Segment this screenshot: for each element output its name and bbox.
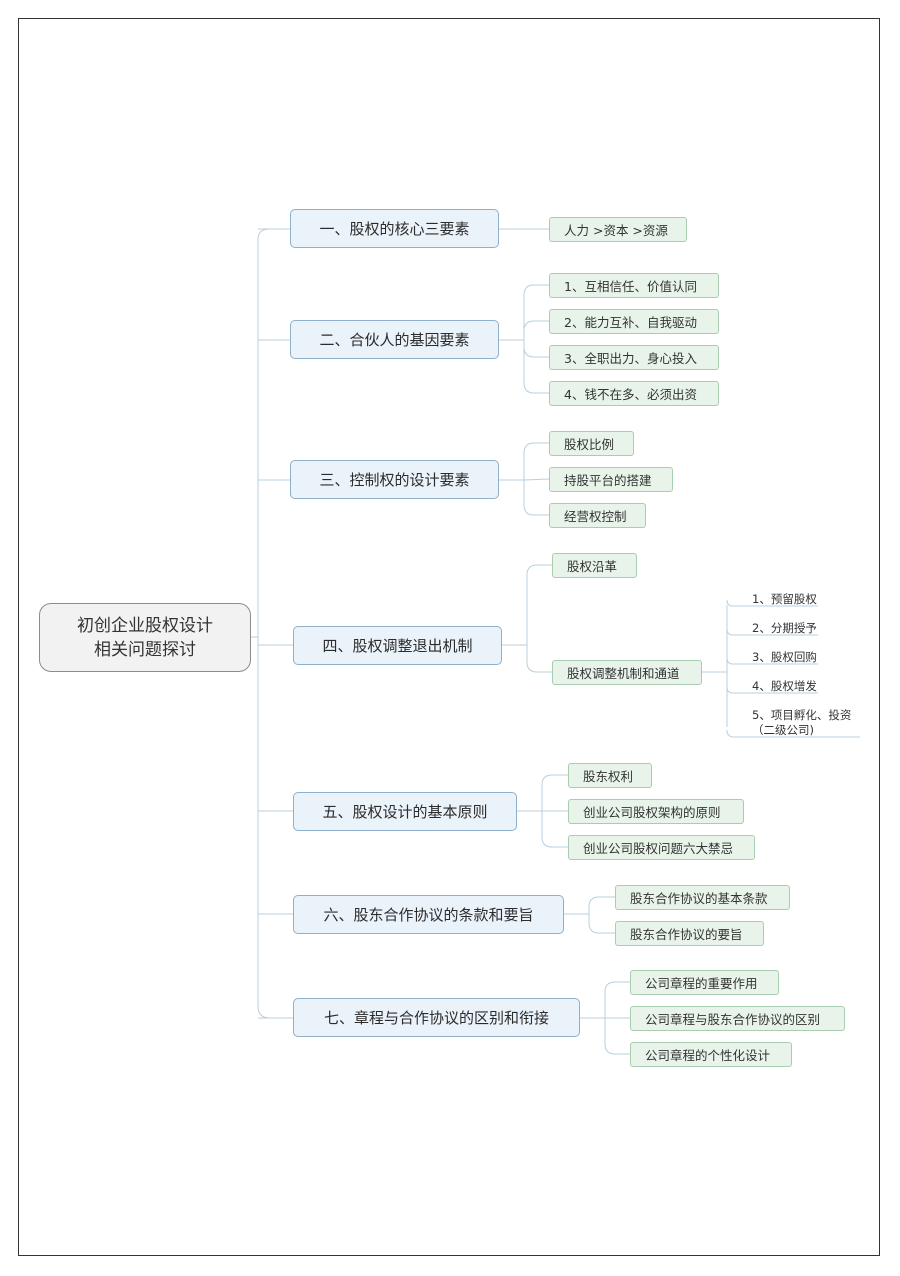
channel-item-3-underline	[726, 657, 818, 665]
branch-7-sub-3-link	[604, 1018, 630, 1055]
branch-7-topic[interactable]: 七、章程与合作协议的区别和衔接	[293, 998, 580, 1037]
branch-3-sub-3-link	[523, 480, 549, 516]
branch-5-topic[interactable]: 五、股权设计的基本原则	[293, 792, 517, 831]
channel-item-5-continued: （二级公司)	[752, 723, 814, 737]
branch-2-sub-2-link	[523, 320, 549, 340]
branch-5-sub-1-link	[541, 774, 568, 811]
branch-4-topic[interactable]: 四、股权调整退出机制	[293, 626, 502, 665]
branch-5-sub-3-link	[541, 811, 568, 848]
branch-5-sub-1[interactable]: 股东权利	[568, 763, 652, 788]
branch-2-topic[interactable]: 二、合伙人的基因要素	[290, 320, 499, 359]
root-topic-line-2: 相关问题探讨	[94, 639, 196, 660]
channel-item-5: 5、项目孵化、投资	[752, 708, 852, 722]
channel-item-1-underline	[726, 599, 818, 607]
branch-6-sub-2[interactable]: 股东合作协议的要旨	[615, 921, 764, 946]
branch-7-sub-1-link	[604, 981, 630, 1018]
branch-6-sub-1[interactable]: 股东合作协议的基本条款	[615, 885, 790, 910]
branch-4-sub-2-link	[526, 645, 552, 673]
branch-3-sub-2-link	[523, 478, 550, 481]
channel-item-4-underline	[726, 686, 818, 694]
channel-item-2-underline	[726, 628, 818, 636]
branch-3-sub-1[interactable]: 股权比例	[549, 431, 634, 456]
branch-4-sub-2[interactable]: 股权调整机制和通道	[552, 660, 702, 685]
branch-1-topic[interactable]: 一、股权的核心三要素	[290, 209, 499, 248]
branch-2-sub-4-link	[523, 340, 549, 394]
branch-2-sub-3-link	[523, 340, 549, 358]
channel-item-1: 1、预留股权	[752, 592, 817, 606]
page-frame	[18, 18, 880, 1256]
branch-7-sub-1[interactable]: 公司章程的重要作用	[630, 970, 779, 995]
branch-2-sub-4[interactable]: 4、钱不在多、必须出资	[549, 381, 719, 406]
branch-3-sub-2[interactable]: 持股平台的搭建	[549, 467, 673, 492]
branch-5-sub-3[interactable]: 创业公司股权问题六大禁忌	[568, 835, 755, 860]
branch-1-sub-1[interactable]: 人力 >资本 >资源	[549, 217, 687, 242]
branch-7-connector-cap	[257, 1005, 271, 1019]
root-topic-line-1: 初创企业股权设计	[77, 615, 213, 636]
branch-3-sub-3[interactable]: 经营权控制	[549, 503, 646, 528]
channel-item-4: 4、股权增发	[752, 679, 817, 693]
root-topic[interactable]: 初创企业股权设计 相关问题探讨	[39, 603, 251, 672]
branch-2-sub-3[interactable]: 3、全职出力、身心投入	[549, 345, 719, 370]
branch-6-topic[interactable]: 六、股东合作协议的条款和要旨	[293, 895, 564, 934]
branch-3-sub-1-link	[523, 442, 549, 480]
branch-2-sub-1-link	[523, 284, 549, 340]
branch-1-connector-cap	[257, 228, 271, 241]
channel-item-3: 3、股权回购	[752, 650, 817, 664]
branch-6-sub-1-link	[588, 896, 615, 914]
branch-4-sub-1[interactable]: 股权沿革	[552, 553, 637, 578]
channel-item-5-underline	[726, 729, 860, 738]
branch-3-topic[interactable]: 三、控制权的设计要素	[290, 460, 499, 499]
branch-5-sub-2[interactable]: 创业公司股权架构的原则	[568, 799, 744, 824]
branch-7-sub-2[interactable]: 公司章程与股东合作协议的区别	[630, 1006, 845, 1031]
branch-4-sub-1-link	[526, 564, 552, 645]
branch-7-sub-3[interactable]: 公司章程的个性化设计	[630, 1042, 792, 1067]
branch-6-sub-2-link	[588, 914, 615, 934]
branch-2-sub-1[interactable]: 1、互相信任、价值认同	[549, 273, 719, 298]
branch-2-sub-2[interactable]: 2、能力互补、自我驱动	[549, 309, 719, 334]
channel-item-2: 2、分期授予	[752, 621, 817, 635]
